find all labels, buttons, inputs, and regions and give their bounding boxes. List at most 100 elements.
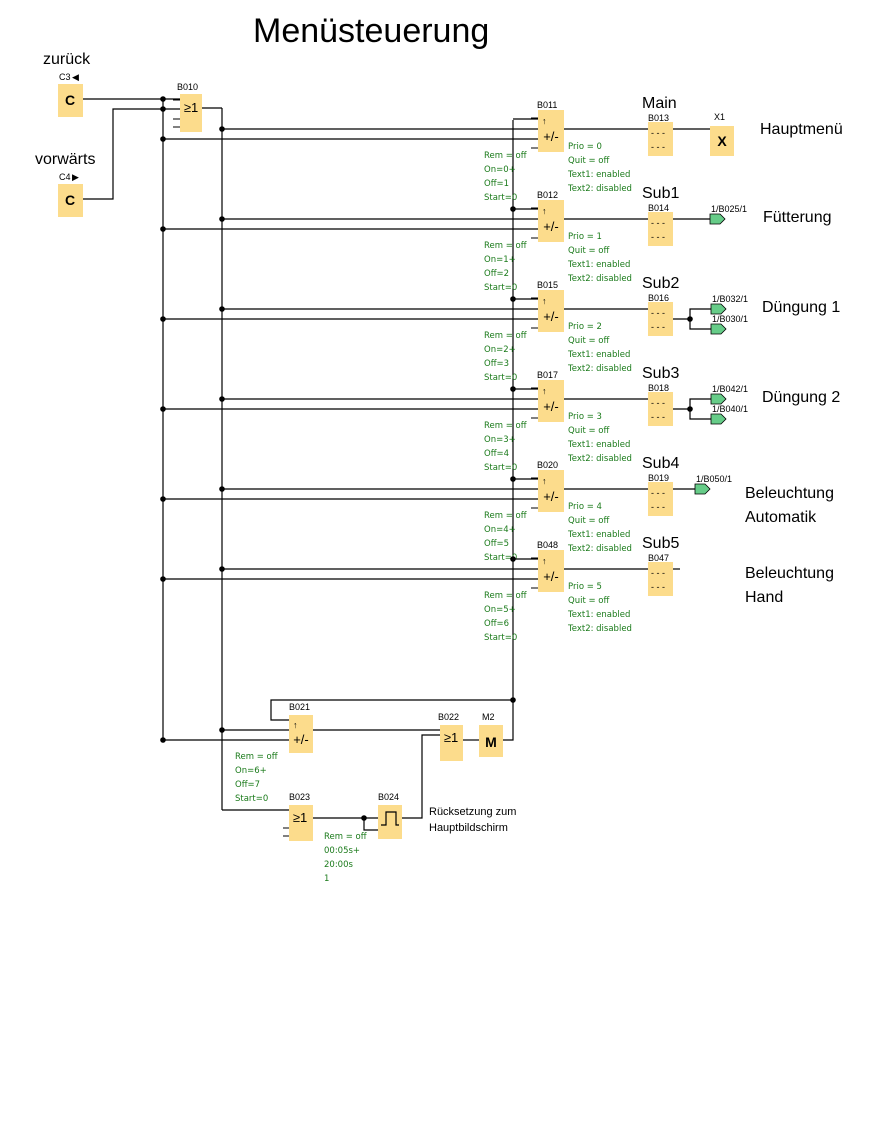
menu-description: Beleuchtung	[745, 565, 834, 582]
junction-dot	[219, 126, 225, 132]
message-block-b016[interactable]	[648, 302, 673, 336]
message-icon: - - -	[651, 322, 665, 332]
counter-param: Off=4	[484, 449, 509, 459]
menu-description: Hand	[745, 589, 783, 606]
connector-label: 1/B030/1	[712, 314, 748, 324]
reset-note: Hauptbildschirm	[429, 822, 508, 834]
junction-dot	[510, 296, 516, 302]
counter-param: Start=0	[484, 193, 517, 203]
connector-label: 1/B040/1	[712, 404, 748, 414]
junction-dot	[160, 406, 166, 412]
junction-dot	[510, 476, 516, 482]
menu-description: Fütterung	[763, 209, 831, 226]
message-block-b018[interactable]	[648, 392, 673, 426]
counter-param: On=3+	[484, 435, 516, 445]
or-block-b023[interactable]	[289, 805, 313, 841]
counter-param: Start=0	[484, 633, 517, 643]
connector-icon[interactable]	[694, 483, 711, 495]
or-block-b010[interactable]	[180, 94, 202, 132]
counter-block-b048[interactable]	[538, 550, 564, 592]
counter-param: On=6+	[235, 766, 267, 776]
block-id-b014: B014	[648, 203, 669, 213]
counter-block-b020[interactable]	[538, 470, 564, 512]
connector-label: 1/B050/1	[696, 474, 732, 484]
counter-block-b011[interactable]	[538, 110, 564, 152]
message-param: Prio = 2	[568, 322, 602, 332]
memory-symbol-m2: M	[485, 734, 497, 750]
connector-icon[interactable]	[710, 303, 727, 315]
connector-label: 1/B025/1	[711, 204, 747, 214]
message-param: Quit = off	[568, 426, 610, 436]
block-id-b020: B020	[537, 460, 558, 470]
output-block-x1[interactable]	[710, 126, 734, 156]
connector-icon[interactable]	[709, 213, 726, 225]
counter-param: Off=3	[484, 359, 509, 369]
counter-symbol: +/-	[543, 569, 559, 584]
output-symbol-x: X	[717, 133, 727, 149]
connector-icon[interactable]	[710, 413, 727, 425]
wire-split	[689, 409, 711, 420]
counter-symbol: +/-	[543, 129, 559, 144]
counter-param: Off=2	[484, 269, 509, 279]
message-icon: - - -	[651, 398, 665, 408]
message-param: Quit = off	[568, 516, 610, 526]
menu-title-sub2: Sub2	[642, 275, 679, 292]
message-param: Prio = 0	[568, 142, 602, 152]
message-block-b013[interactable]	[648, 122, 673, 156]
junction-dot	[160, 496, 166, 502]
input-tag-c3: C3	[59, 72, 71, 82]
memory-block-m2[interactable]	[479, 725, 503, 757]
message-block-b047[interactable]	[648, 562, 673, 596]
output-id-x1: X1	[714, 112, 725, 122]
message-icon: - - -	[651, 568, 665, 578]
junction-dot	[219, 306, 225, 312]
message-param: Text1: enabled	[567, 260, 630, 270]
junction-dot	[160, 136, 166, 142]
message-icon: - - -	[651, 142, 665, 152]
message-param: Text1: enabled	[567, 350, 630, 360]
count-up-icon: ↑	[542, 386, 547, 396]
connector-icon[interactable]	[710, 323, 727, 335]
message-block-b019[interactable]	[648, 482, 673, 516]
counter-param: Start=0	[484, 283, 517, 293]
junction-dot	[510, 386, 516, 392]
junction-dot	[219, 566, 225, 572]
counter-block-b021[interactable]	[289, 715, 313, 753]
message-param: Text2: disabled	[567, 624, 632, 634]
page-title: Menüsteuerung	[253, 12, 489, 50]
counter-block-b015[interactable]	[538, 290, 564, 332]
block-id-b048: B048	[537, 540, 558, 550]
counter-param: Rem = off	[484, 511, 528, 521]
input-c3-block[interactable]	[58, 84, 83, 117]
input-label-forward: vorwärts	[35, 151, 95, 168]
counter-param: Off=1	[484, 179, 509, 189]
or-block-b022[interactable]	[440, 725, 463, 761]
counter-symbol: +/-	[543, 399, 559, 414]
counter-symbol-b021: +/-	[293, 732, 309, 747]
counter-param: On=5+	[484, 605, 516, 615]
menu-description: Düngung 1	[762, 299, 840, 316]
block-id-b010: B010	[177, 82, 198, 92]
block-id-b013: B013	[648, 113, 669, 123]
wire-b024-out	[402, 734, 440, 819]
counter-block-b017[interactable]	[538, 380, 564, 422]
block-id-b011: B011	[537, 100, 557, 110]
menu-description: Hauptmenü	[760, 121, 843, 138]
menu-description: Düngung 2	[762, 389, 840, 406]
timer-param: Rem = off	[324, 832, 368, 842]
message-block-b014[interactable]	[648, 212, 673, 246]
counter-block-b012[interactable]	[538, 200, 564, 242]
block-id-b023: B023	[289, 792, 310, 802]
input-c4-block[interactable]	[58, 184, 83, 217]
connector-icon[interactable]	[710, 393, 727, 405]
timer-block-b024[interactable]	[378, 805, 402, 839]
message-param: Quit = off	[568, 246, 610, 256]
wire-c4	[83, 108, 180, 200]
counter-param: Rem = off	[484, 151, 528, 161]
input-tag-c4: C4	[59, 172, 71, 182]
count-up-icon: ↑	[542, 206, 547, 216]
reset-note: Rücksetzung zum	[429, 806, 516, 818]
block-id-b012: B012	[537, 190, 558, 200]
message-param: Text2: disabled	[567, 274, 632, 284]
